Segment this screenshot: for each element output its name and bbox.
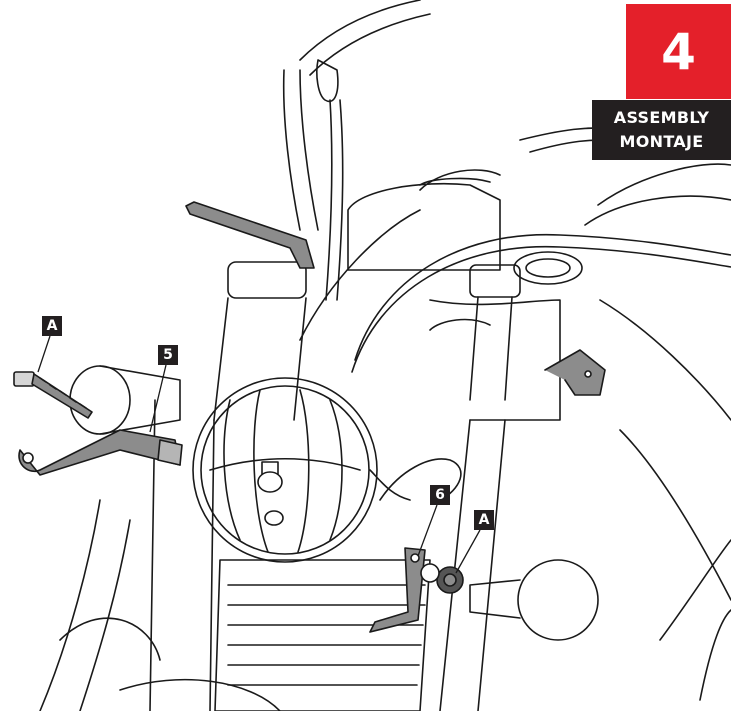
right-turn-signal: [469, 559, 599, 641]
triple-clamp: [213, 169, 561, 421]
left-bracket-part: [18, 429, 183, 476]
mount-tab: [544, 349, 606, 396]
step-title-spanish: MONTAJE: [619, 132, 704, 151]
gauge-housing: [419, 177, 583, 285]
step-title-english: ASSEMBLY: [613, 108, 710, 127]
callout-6-right-bracket: 6: [430, 485, 450, 505]
radiator: [119, 559, 431, 711]
headlight: [192, 377, 411, 563]
callout-a-bolt: A: [42, 316, 62, 336]
lever-stalk: [316, 59, 344, 301]
step-title-label: ASSEMBLY MONTAJE: [592, 100, 731, 160]
handlebar: [282, 0, 623, 231]
nut-part: [420, 563, 464, 594]
right-bracket-part: [369, 547, 426, 633]
callout-a-nut: A: [474, 510, 494, 530]
upper-bracket: [185, 201, 315, 269]
bolt-part: [13, 371, 93, 419]
step-number-badge: 4: [626, 4, 731, 99]
wiring: [379, 318, 491, 501]
callout-5-left-bracket: 5: [158, 345, 178, 365]
cable: [299, 209, 731, 373]
callout-leaders: [37, 335, 481, 574]
fuel-tank: [584, 163, 731, 701]
right-fork-tube: [439, 419, 506, 711]
